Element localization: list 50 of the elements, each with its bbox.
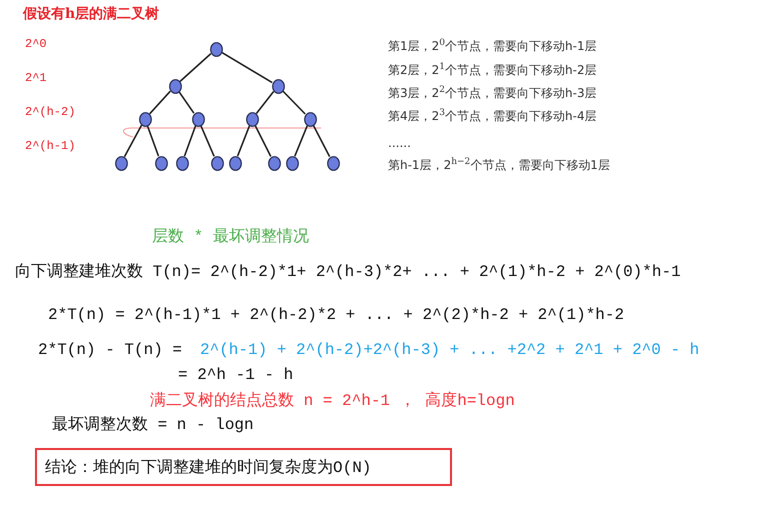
tree-node bbox=[176, 156, 188, 170]
equation-text: = 2^h -1 - h bbox=[178, 366, 294, 386]
tree-edge bbox=[256, 91, 274, 114]
tree-node bbox=[210, 156, 224, 170]
tree-node bbox=[272, 78, 284, 94]
tree-node bbox=[304, 112, 316, 126]
tree-edge bbox=[184, 126, 196, 156]
tree-node bbox=[138, 112, 152, 126]
level-description: 第1层，2$^{0}$个节点，需要向下移动h-1层 bbox=[388, 38, 597, 54]
level-count-label: 2^0 bbox=[25, 37, 47, 52]
tree-node bbox=[192, 112, 204, 126]
tree-edge bbox=[254, 125, 272, 157]
tree-node bbox=[210, 42, 222, 56]
level-count-label: 2^(h-2) bbox=[25, 105, 76, 120]
tree-edge bbox=[221, 52, 273, 84]
tree-node bbox=[114, 156, 128, 170]
equation-text: 最坏调整次数 = n - logn bbox=[52, 416, 254, 436]
level-description: 第3层，2$^{2}$个节点，需要向下移动h-3层 bbox=[388, 85, 597, 100]
tree-node bbox=[154, 156, 168, 170]
tree-edge bbox=[178, 91, 195, 114]
tree-edge bbox=[294, 126, 308, 156]
level-description: 第2层，2$^{1}$个节点，需要向下移动h-2层 bbox=[388, 62, 597, 78]
level-description: 第4层，2$^{3}$个节点，需要向下移动h-4层 bbox=[388, 108, 597, 124]
level-count-label: 2^(h-1) bbox=[25, 139, 76, 154]
tree-node bbox=[286, 156, 298, 170]
tree-node bbox=[246, 112, 258, 126]
tree-edge bbox=[236, 126, 250, 156]
level-count-label: 2^1 bbox=[25, 71, 47, 86]
tree-edge bbox=[180, 53, 212, 82]
equation-text: 2*T(n) = 2^(h-1)*1 + 2^(h-2)*2 + ... + 2^(2)*h-2 + 2^(1)*h-2 bbox=[48, 306, 624, 326]
diagram-title: 假设有h层的满二叉树 bbox=[23, 6, 160, 23]
tree-edge bbox=[124, 124, 142, 158]
equation-text: 2^(h-1) + 2^(h-2)+2^(h-3) + ... +2^2 + 2^1 + 2^0 - h bbox=[200, 341, 700, 360]
tree-node bbox=[228, 156, 242, 170]
tree-node bbox=[168, 78, 182, 94]
tree-edge bbox=[146, 126, 160, 156]
formula-annotation: 层数 * 最坏调整情况 bbox=[152, 228, 309, 248]
equation-text: 向下调整建堆次数 T(n)= 2^(h-2)*1+ 2^(h-3)*2+ ... + 2^(1)*h-2 + 2^(0)*h-1 bbox=[15, 263, 681, 282]
equation-text: 2*T(n) - T(n) = bbox=[38, 341, 182, 360]
tree-edge bbox=[282, 90, 306, 115]
conclusion-panel bbox=[35, 448, 452, 486]
formula-note: 满二叉树的结点总数 n = 2^h-1 ， 高度h=logn bbox=[150, 392, 515, 412]
ellipsis-text: ...... bbox=[388, 136, 411, 150]
tree-edge bbox=[312, 125, 330, 157]
tree-edge bbox=[149, 90, 171, 114]
conclusion-text: 结论：堆的向下调整建堆的时间复杂度为O(N) bbox=[45, 458, 372, 478]
tree-edge bbox=[200, 125, 215, 157]
tree-node bbox=[268, 156, 280, 170]
tree-node bbox=[326, 156, 340, 170]
level-description: 第h-1层，2$^{h−2}$个节点，需要向下移动1层 bbox=[388, 157, 610, 172]
